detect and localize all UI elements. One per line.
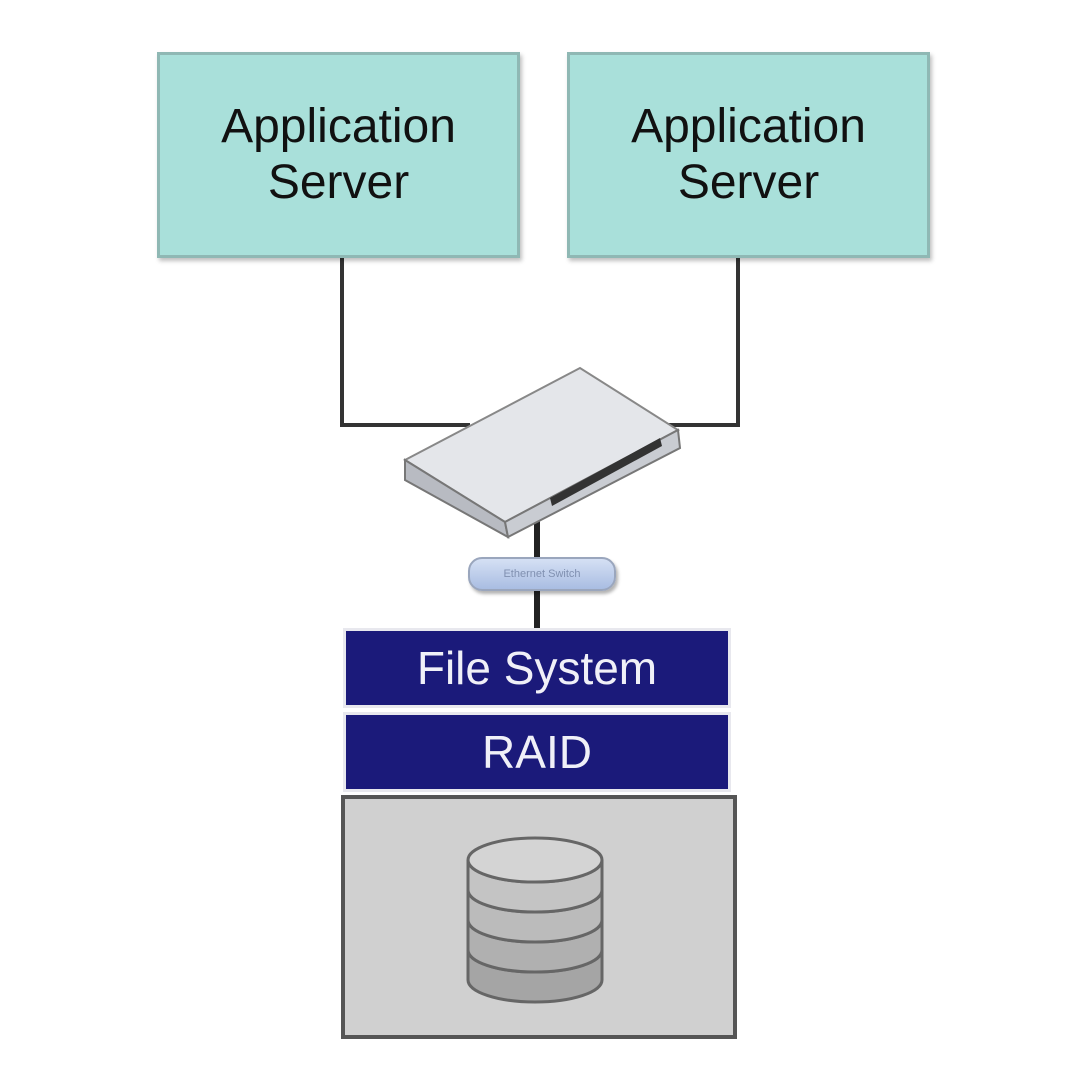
file-system-layer: File System [343, 628, 731, 708]
raid-layer: RAID [343, 712, 731, 792]
link-server2-switch [660, 258, 740, 427]
server-title-line1: Application [631, 100, 866, 153]
application-server-1: Application Server [157, 52, 520, 258]
server-title-line1: Application [221, 100, 456, 153]
switch-label: Ethernet Switch [468, 557, 616, 591]
server-title-line2: Server [267, 156, 410, 209]
application-server-2: Application Server [567, 52, 930, 258]
database-disk-icon [466, 836, 604, 1004]
link-server1-switch [340, 258, 470, 427]
network-switch-icon [402, 366, 682, 539]
server-title-line2: Server [677, 156, 820, 209]
